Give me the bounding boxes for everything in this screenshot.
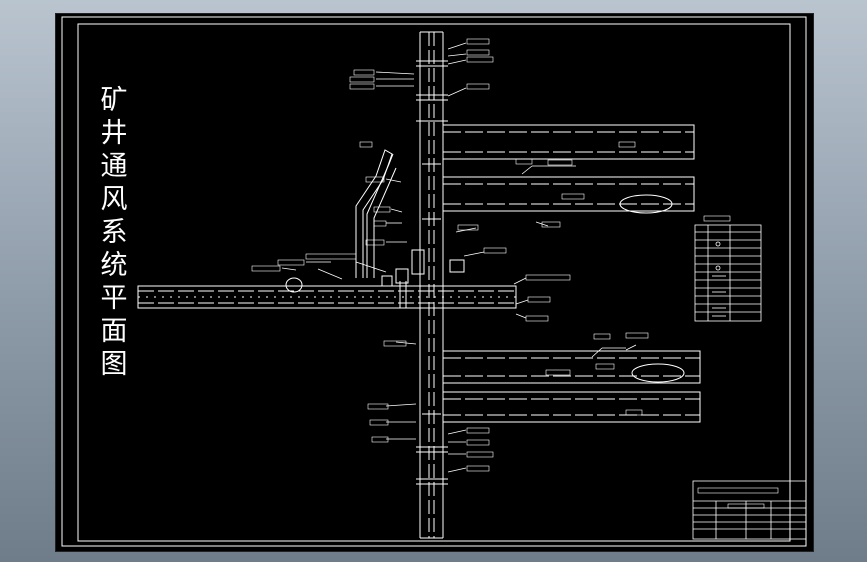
left-main-roadway bbox=[137, 277, 517, 309]
title-char: 通 bbox=[100, 151, 128, 182]
drawing-sheet: 矿井通风系统平面图 bbox=[55, 13, 814, 552]
ventilation-plan-drawing bbox=[61, 16, 807, 547]
drawing-border-outer bbox=[61, 16, 807, 547]
title-char: 面 bbox=[100, 316, 128, 347]
inclined-shaft bbox=[355, 149, 397, 278]
main-shaft bbox=[416, 31, 448, 539]
title-char: 系 bbox=[100, 217, 128, 248]
right-lower-heading-2 bbox=[442, 391, 701, 423]
drawing-border-inner bbox=[77, 23, 791, 542]
title-char: 风 bbox=[100, 184, 128, 215]
title-char: 平 bbox=[100, 283, 128, 314]
junction-details bbox=[381, 249, 465, 308]
title-char: 图 bbox=[100, 349, 128, 380]
annotation-text-marks bbox=[251, 38, 649, 472]
title-char: 井 bbox=[100, 118, 128, 149]
right-lower-heading-1 bbox=[442, 350, 701, 384]
legend-title-mark bbox=[703, 215, 731, 222]
title-block bbox=[692, 480, 807, 540]
title-char: 矿 bbox=[100, 85, 128, 116]
title-char: 统 bbox=[100, 250, 128, 281]
annotation-leaders bbox=[281, 42, 637, 473]
right-upper-heading-2 bbox=[442, 176, 695, 214]
legend-table bbox=[694, 224, 762, 322]
right-upper-heading-1 bbox=[442, 124, 695, 160]
